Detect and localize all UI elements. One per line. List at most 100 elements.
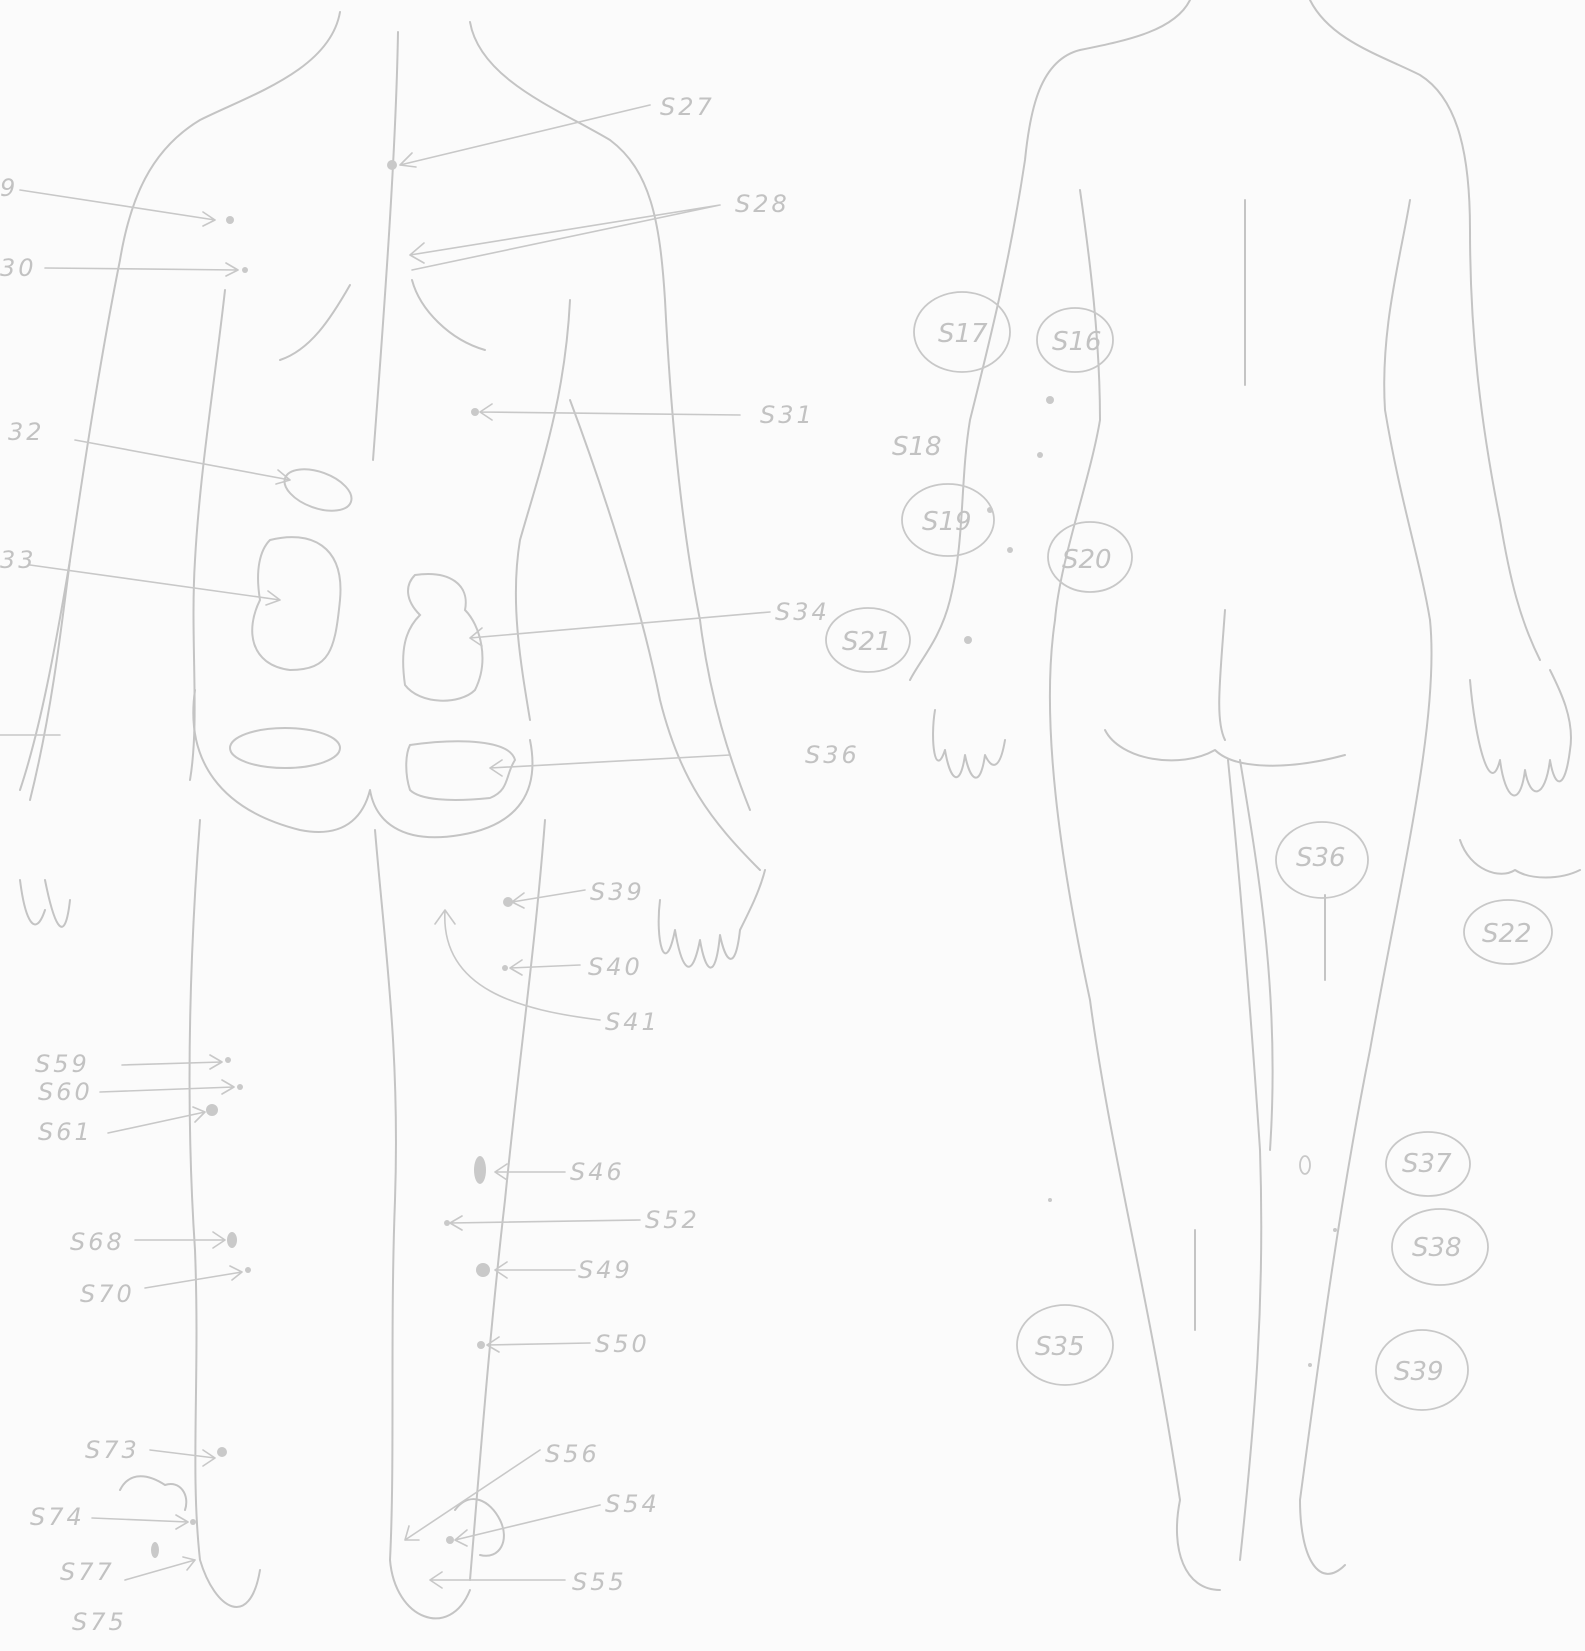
- arrow-s59: [122, 1055, 222, 1069]
- back-figure-arrows: [0, 105, 770, 1588]
- lesion-s33: [252, 537, 340, 670]
- label-s70: S70: [80, 1280, 135, 1308]
- left-toes: [120, 1476, 186, 1510]
- arrow-s68: [135, 1232, 225, 1248]
- label-s17: S17: [938, 319, 988, 349]
- label-s37: S37: [1402, 1149, 1452, 1179]
- label-s34: S34: [775, 598, 830, 626]
- right-leg-outer: [470, 820, 545, 1580]
- dot-s40: [502, 965, 508, 971]
- arrow-s39: [512, 890, 585, 908]
- label-s75: S75: [72, 1608, 127, 1636]
- label-s39: S39: [590, 878, 645, 906]
- dot-s70: [245, 1267, 251, 1273]
- label-s18: S18: [892, 432, 942, 462]
- label-s41: S41: [605, 1008, 660, 1036]
- arrow-s46: [495, 1164, 565, 1180]
- arrow-s52: [450, 1216, 640, 1230]
- right-fig-left-leg: [1050, 620, 1220, 1590]
- dot-s50: [477, 1341, 485, 1349]
- right-fig-hand-under: [1460, 840, 1580, 878]
- label-s60: S60: [38, 1078, 93, 1106]
- buttocks: [193, 690, 532, 837]
- right-inner-flank: [516, 300, 570, 720]
- left-hand: [20, 880, 70, 927]
- dot-s52: [444, 1220, 450, 1226]
- arrow-s75: [125, 1557, 195, 1580]
- label-s77: S77: [60, 1558, 115, 1586]
- dot-s74: [190, 1519, 196, 1525]
- right-fig-right-side: [1310, 0, 1540, 660]
- right-fig-buttocks: [1105, 730, 1345, 766]
- label-s54: S54: [605, 1490, 660, 1518]
- label-s32: 32: [8, 418, 45, 446]
- label-s40: S40: [588, 953, 643, 981]
- right-fig-left-hand: [933, 710, 1005, 778]
- label-s20: S20: [1062, 545, 1112, 575]
- dot-s61: [206, 1104, 218, 1116]
- arrow-s56: [405, 1450, 540, 1540]
- lesion-s36: [406, 741, 515, 800]
- arrow-s32: [75, 440, 290, 484]
- label-s73: S73: [85, 1436, 140, 1464]
- right-fig-right-hand: [1470, 670, 1571, 795]
- label-s27: S27: [660, 93, 715, 121]
- arrow-s29: [20, 190, 215, 226]
- arrow-s36: [490, 755, 730, 776]
- mark-1: [1046, 396, 1054, 404]
- mark-8: [1308, 1363, 1312, 1367]
- label-s61: S61: [38, 1118, 93, 1146]
- dot-s27: [387, 160, 397, 170]
- arrow-s27: [400, 105, 650, 167]
- right-fig-gluteal-cleft: [1219, 610, 1225, 740]
- label-s74: S74: [30, 1503, 85, 1531]
- mark-3: [987, 507, 993, 513]
- dot-s68: [227, 1232, 237, 1248]
- mark-6: [1300, 1156, 1310, 1174]
- label-s46: S46: [570, 1158, 625, 1186]
- label-s22: S22: [1482, 919, 1532, 949]
- right-figure-labels: S17 S16 S18 S19 S20 S21 S22 S36 S37 S38 …: [842, 319, 1532, 1387]
- arrow-s30: [45, 263, 238, 276]
- arrow-s70: [145, 1266, 242, 1288]
- right-fig-inner-legs: [1228, 760, 1273, 1560]
- label-s36b: S36: [1296, 843, 1346, 873]
- arrow-s74: [92, 1515, 188, 1529]
- label-s36: S36: [805, 741, 860, 769]
- mark-5: [964, 636, 972, 644]
- right-toes: [455, 1499, 504, 1556]
- left-scapula: [280, 285, 350, 360]
- label-s55: S55: [572, 1568, 627, 1596]
- right-fig-right-leg: [1300, 620, 1432, 1574]
- label-s16: S16: [1052, 327, 1102, 357]
- label-s38: S38: [1412, 1233, 1462, 1263]
- label-s68: S68: [70, 1228, 125, 1256]
- label-s59: S59: [35, 1050, 90, 1078]
- label-s19: S19: [922, 507, 972, 537]
- dot-s73: [217, 1447, 227, 1457]
- right-forearm: [570, 400, 760, 870]
- lesion-s35: [230, 728, 340, 768]
- right-scapula: [412, 280, 485, 350]
- dot-s31: [471, 408, 479, 416]
- arrow-s28: [410, 205, 720, 270]
- dot-s59: [225, 1057, 231, 1063]
- right-fig-right-flank: [1384, 200, 1430, 620]
- back-figure-outline: [20, 12, 765, 1618]
- dot-s54: [446, 1536, 454, 1544]
- arrow-s49: [495, 1262, 575, 1278]
- label-s52: S52: [645, 1206, 700, 1234]
- label-s50: S50: [595, 1330, 650, 1358]
- mark-9: [1048, 1198, 1052, 1202]
- label-s56: S56: [545, 1440, 600, 1468]
- label-s49: S49: [578, 1256, 633, 1284]
- label-s21: S21: [842, 627, 892, 657]
- dot-s77: [151, 1542, 159, 1558]
- arrow-s73: [150, 1450, 215, 1466]
- arrow-s31: [480, 404, 740, 420]
- dot-s49: [476, 1263, 490, 1277]
- arrow-s55: [430, 1572, 565, 1588]
- back-figure-lesions: [151, 160, 515, 1558]
- dot-s60: [237, 1084, 243, 1090]
